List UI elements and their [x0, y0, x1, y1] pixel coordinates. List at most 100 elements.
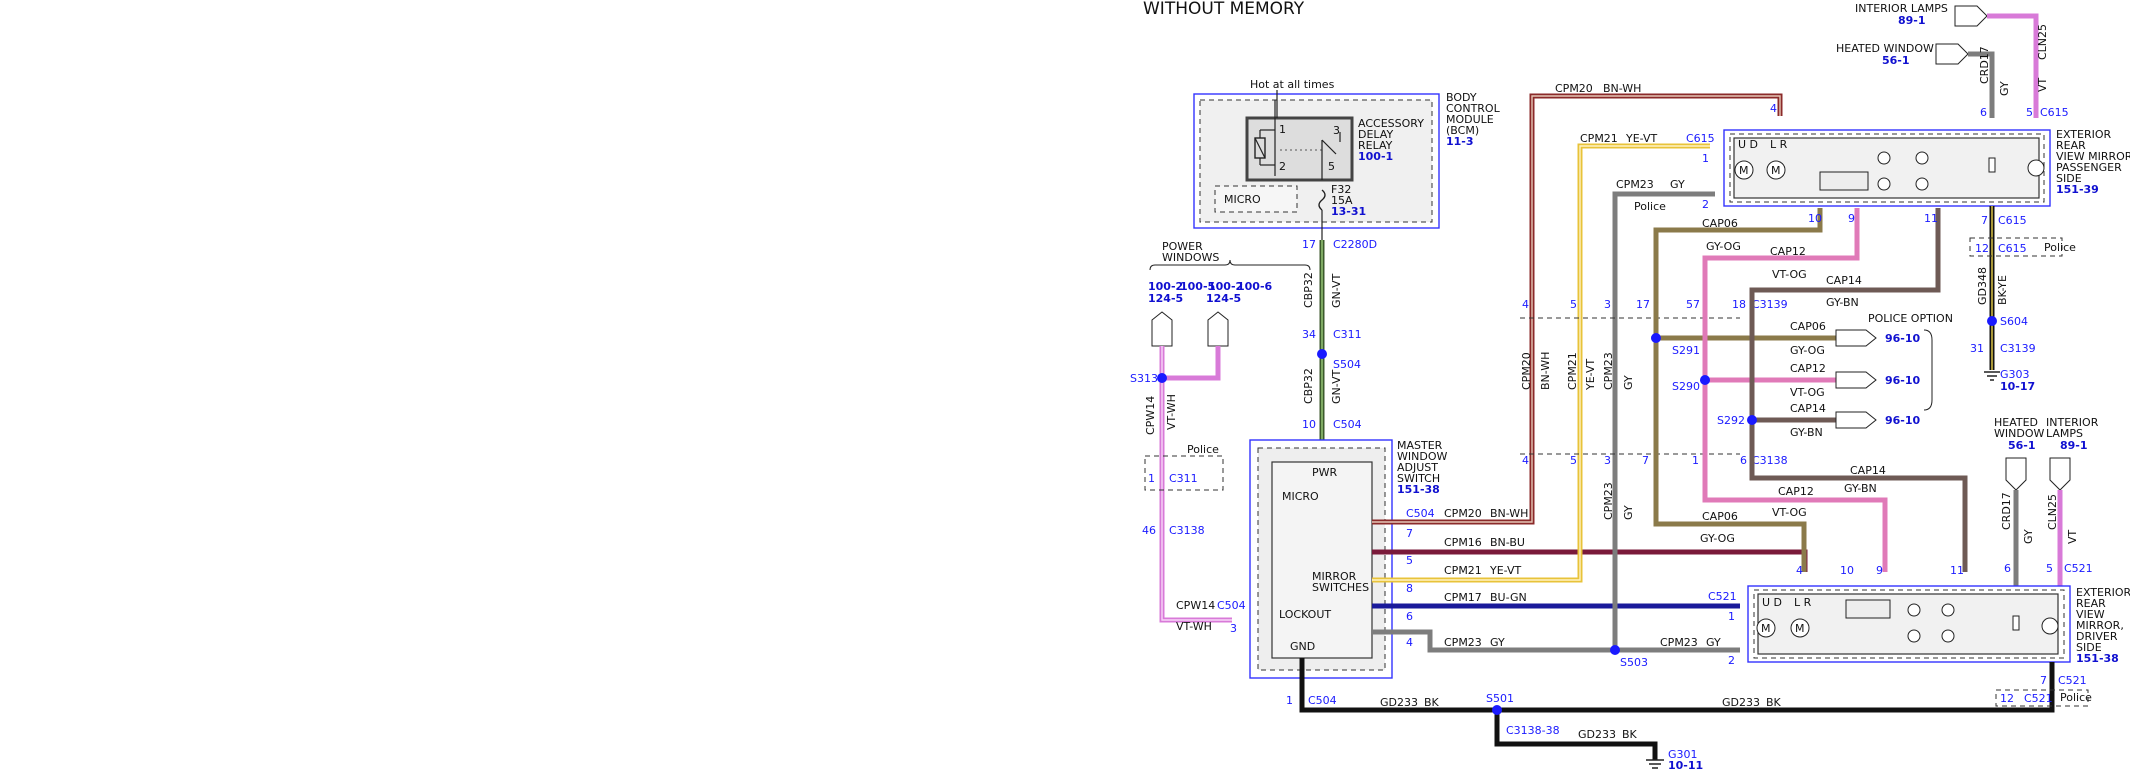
wire-label-cpm21: CPM21: [1444, 564, 1482, 577]
splice-s313[interactable]: S313: [1130, 372, 1158, 385]
bcm-ref-link[interactable]: 11-3: [1446, 135, 1474, 148]
connector-c311-police[interactable]: C311: [1169, 472, 1198, 485]
police-label-c521: Police: [2060, 691, 2092, 704]
connector-c311[interactable]: C311: [1333, 328, 1362, 341]
police-ref-1[interactable]: 96-10: [1885, 332, 1921, 345]
wire-label-cbp32: CBP32: [1302, 272, 1315, 308]
connector-c504-lockout[interactable]: C504: [1217, 599, 1246, 612]
connector-c521-left[interactable]: C521: [1708, 590, 1737, 603]
ground-g301-ref[interactable]: 10-11: [1668, 759, 1703, 770]
ground-g303-ref[interactable]: 10-17: [2000, 380, 2035, 393]
driver-motor-ud: M: [1761, 622, 1771, 635]
splice-s292[interactable]: S292: [1717, 414, 1745, 427]
pw-ref-3[interactable]: 100-2: [1208, 280, 1243, 293]
wire-color-vt-og-mid: VT-OG: [1790, 386, 1825, 399]
pw-ref-4[interactable]: 100-6: [1237, 280, 1273, 293]
wire-label-cap12-bot: CAP12: [1778, 485, 1814, 498]
wire-label-cpm23-top: CPM23: [1616, 178, 1654, 191]
mirror-driver[interactable]: M M U D L R EXTERIOR REAR VIEW MIRROR, D…: [1708, 564, 2130, 667]
interior-lamps-ref[interactable]: 89-1: [1898, 14, 1926, 27]
driver-ref-link[interactable]: 151-38: [2076, 652, 2119, 665]
connector-c521-police[interactable]: C521: [2024, 692, 2053, 705]
driver-label-5: DRIVER: [2076, 630, 2118, 643]
wire-label-cap14-top: CAP14: [1826, 274, 1862, 287]
driver-label-2: REAR: [2076, 597, 2106, 610]
wire-color-bn-bu: BN-BU: [1490, 536, 1525, 549]
connector-c504-gnd[interactable]: C504: [1308, 694, 1337, 707]
connector-c521-right[interactable]: C521: [2064, 562, 2093, 575]
master-window-switch[interactable]: PWR MICRO MIRROR SWITCHES LOCKOUT GND MA…: [1249, 439, 1447, 679]
wire-label-cap14-mid: CAP14: [1790, 402, 1826, 415]
switch-ref-link[interactable]: 151-38: [1397, 483, 1440, 496]
connector-c2280d[interactable]: C2280D: [1333, 238, 1377, 251]
connector-c3138-left[interactable]: C3138: [1169, 524, 1205, 537]
wire-color-vt-top: VT: [2036, 77, 2049, 92]
relay-ref-link[interactable]: 100-1: [1358, 150, 1393, 163]
pw-ref-1[interactable]: 100-2: [1148, 280, 1183, 293]
top-right-refs[interactable]: INTERIOR LAMPS 89-1 HEATED WINDOW 56-1 C…: [1836, 2, 2069, 119]
fuse-label: F32: [1331, 183, 1351, 196]
wire-color-ye-vt-top: YE-VT: [1625, 132, 1658, 145]
splice-s501[interactable]: S501: [1486, 692, 1514, 705]
pin-3-c3138: 3: [1604, 454, 1611, 467]
switch-label-2: WINDOW: [1397, 450, 1447, 463]
connector-c3138-38[interactable]: C3138-38: [1506, 724, 1560, 737]
wire-color-gy-bn-bot: GY-BN: [1844, 482, 1877, 495]
connector-c3139[interactable]: C3139: [1752, 298, 1788, 311]
switch-mirror-label-1: MIRROR: [1312, 570, 1357, 583]
splice-s504[interactable]: S504: [1333, 358, 1361, 371]
wire-label-cpw14-b: CPW14: [1176, 599, 1215, 612]
driver-ud-label: U D: [1762, 596, 1782, 609]
splice-s290[interactable]: S290: [1672, 380, 1700, 393]
passenger-label-2: REAR: [2056, 139, 2086, 152]
ground-g303[interactable]: G303: [2000, 368, 2030, 381]
police-ref-3[interactable]: 96-10: [1885, 414, 1921, 427]
wire-color-bn-wh-top: BN-WH: [1603, 82, 1641, 95]
wire-color-bk-c: BK: [1622, 728, 1638, 741]
connector-c615-top[interactable]: C615: [1686, 132, 1715, 145]
passenger-lr-label: L R: [1770, 138, 1788, 151]
pw-ref-6[interactable]: 124-5: [1206, 292, 1241, 305]
splice-s503[interactable]: S503: [1620, 656, 1648, 669]
connector-c615-gd[interactable]: C615: [1998, 214, 2027, 227]
connector-c615-right[interactable]: C615: [2040, 106, 2069, 119]
connector-c521-gd[interactable]: C521: [2058, 674, 2087, 687]
pw-ref-5[interactable]: 124-5: [1148, 292, 1183, 305]
bottom-right-refs[interactable]: HEATED WINDOW 56-1 INTERIOR LAMPS 89-1 C…: [1994, 416, 2099, 586]
wire-color-gy-bn-top: GY-BN: [1826, 296, 1859, 309]
relay-label-2: DELAY: [1358, 128, 1393, 141]
pw-ref-2[interactable]: 100-5: [1180, 280, 1215, 293]
connector-c504-top[interactable]: C504: [1333, 418, 1362, 431]
interior-lamps-bottom-ref[interactable]: 89-1: [2060, 439, 2088, 452]
wire-label-cpm23-v2: CPM23: [1602, 482, 1615, 520]
connector-c3139-ground[interactable]: C3139: [2000, 342, 2036, 355]
relay-label-1: ACCESSORY: [1358, 117, 1424, 130]
police-option-group[interactable]: POLICE OPTION 96-10 96-10 96-10: [1835, 312, 1953, 429]
wire-color-bn-wh-v: BN-WH: [1539, 352, 1552, 390]
fuse-ref-link[interactable]: 13-31: [1331, 205, 1366, 218]
heated-window-bottom-ref[interactable]: 56-1: [2008, 439, 2036, 452]
connector-c3138[interactable]: C3138: [1752, 454, 1788, 467]
pin-17: 17: [1302, 238, 1316, 251]
interior-lamps-bottom-2: LAMPS: [2046, 427, 2083, 440]
pin-12-c521: 12: [2000, 692, 2014, 705]
bcm-module[interactable]: MICRO 1 3 2 5 Hot at all times F32 15A 1…: [1193, 78, 1501, 240]
passenger-ref-link[interactable]: 151-39: [2056, 183, 2099, 196]
bcm-label-3: MODULE: [1446, 113, 1494, 126]
power-windows-group[interactable]: POWER WINDOWS 100-2 100-5 100-2 100-6 12…: [1148, 240, 1311, 347]
mirror-passenger[interactable]: M M U D L R EXTERIOR REAR VIEW MIRROR, P…: [1686, 102, 2130, 225]
pin-6-c3138: 6: [1740, 454, 1747, 467]
wire-color-gy-right: GY: [1998, 81, 2011, 96]
ground-g301[interactable]: G301: [1668, 748, 1698, 761]
heated-window-ref[interactable]: 56-1: [1882, 54, 1910, 67]
pin-5-c521: 5: [2046, 562, 2053, 575]
splice-s291[interactable]: S291: [1672, 344, 1700, 357]
pin-3-c3139: 3: [1604, 298, 1611, 311]
splice-s604[interactable]: S604: [2000, 315, 2028, 328]
bcm-label-4: (BCM): [1446, 124, 1479, 137]
connector-c615-police[interactable]: C615: [1998, 242, 2027, 255]
connector-c504-right[interactable]: C504: [1406, 507, 1435, 520]
police-ref-2[interactable]: 96-10: [1885, 374, 1921, 387]
pin-2-driver: 2: [1728, 654, 1735, 667]
police-label-c311: Police: [1187, 443, 1219, 456]
